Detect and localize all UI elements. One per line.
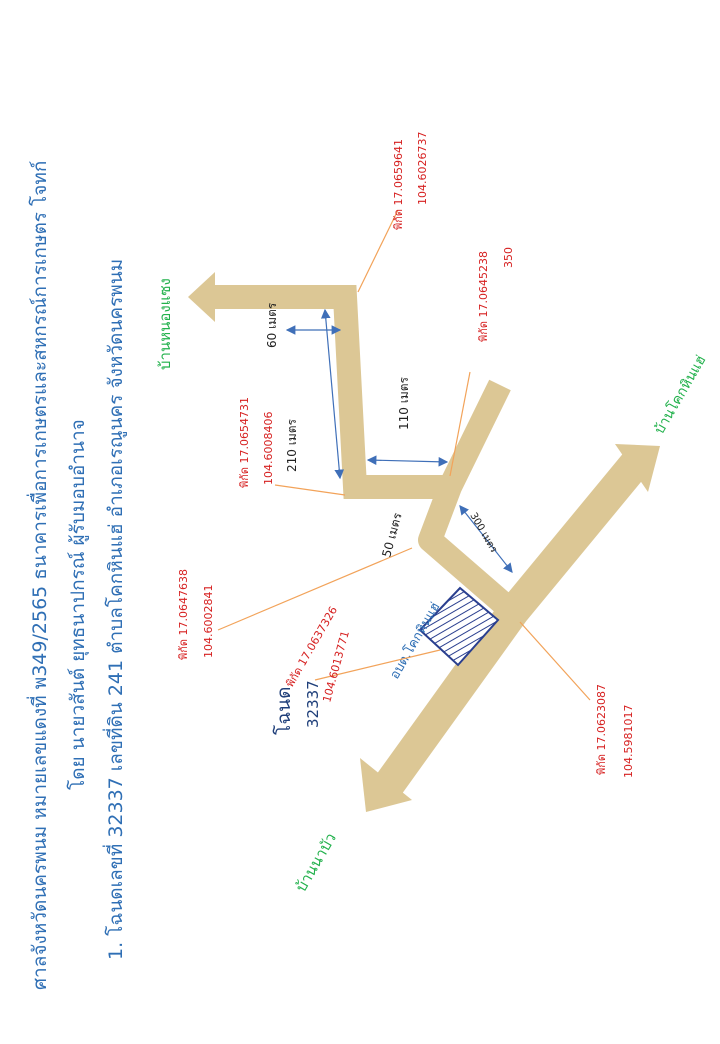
leader-1 [357, 209, 399, 293]
distance-110: 110 เมตร [397, 376, 411, 430]
coord-2-label: พิกัด 17.0645238 [477, 251, 490, 342]
coord-5-value: 104.6013771 [320, 629, 352, 703]
parcel-title: โฉนด [272, 687, 295, 735]
road-z [210, 285, 450, 499]
dim-210 [320, 308, 345, 480]
leader-2 [449, 371, 471, 477]
coord-1-label: พิกัด 17.0659641 [392, 139, 405, 230]
distance-labels: 60 เมตร 210 เมตร 110 เมตร 50 เมตร 300 เม… [265, 302, 499, 559]
road-arrowhead-east [615, 444, 660, 492]
coordinate-labels: พิกัด 17.0659641 104.6026737 พิกัด 17.06… [177, 132, 635, 778]
coord-3-value: 104.6008406 [262, 412, 275, 485]
leader-5 [314, 649, 441, 681]
header-line3: 1. โฉนดเลขที่ 32337 เลขที่ดิน 241 ตำบลโค… [102, 259, 127, 960]
place-labels: บ้านหนองแซง บ้านโคกหินแฮ่ บ้านนาบัว [156, 278, 709, 895]
distance-210: 210 เมตร [285, 418, 299, 472]
distance-300: 300 เมตร [467, 511, 499, 555]
leader-3 [274, 484, 346, 496]
place-south: บ้านนาบัว [292, 830, 340, 895]
leader-4 [217, 547, 413, 631]
dimension-lines [285, 308, 513, 573]
parcel-area: อบต.โคกหินแฮ่ โฉนด 32337 [272, 586, 500, 735]
coord-2-value: 350 [502, 247, 515, 268]
place-north: บ้านหนองแซง [156, 278, 174, 370]
distance-50: 50 เมตร [379, 511, 404, 559]
coord-6-value: 104.5981017 [622, 705, 635, 778]
coord-3-label: พิกัด 17.0654731 [238, 397, 251, 488]
leader-lines [217, 209, 591, 701]
header-line1: ศาลจังหวัดนครพนม หมายเลขแดงที่ พ349/2565… [26, 161, 51, 990]
distance-60: 60 เมตร [265, 302, 279, 348]
place-east: บ้านโคกหินแฮ่ [651, 352, 710, 437]
road-branch [418, 379, 521, 622]
header-line2: โดย นายวสันต์ ยุทธนาปกรณ์ ผู้รับมอบอำนาจ [66, 419, 90, 790]
leader-6 [519, 621, 591, 701]
road-arrowhead-south [360, 758, 412, 812]
dim-110 [366, 455, 449, 467]
dim-300 [459, 505, 513, 573]
header: ศาลจังหวัดนครพนม หมายเลขแดงที่ พ349/2565… [26, 161, 127, 990]
parcel-number: 32337 [304, 680, 322, 728]
coord-1-value: 104.6026737 [416, 132, 429, 205]
coord-4-label: พิกัด 17.0647638 [177, 569, 190, 660]
coord-4-value: 104.6002841 [202, 585, 215, 658]
roads [188, 272, 660, 812]
coord-6-label: พิกัด 17.0623087 [595, 684, 608, 775]
parcel-plot [418, 586, 500, 667]
road-arrowhead-north [188, 272, 215, 322]
